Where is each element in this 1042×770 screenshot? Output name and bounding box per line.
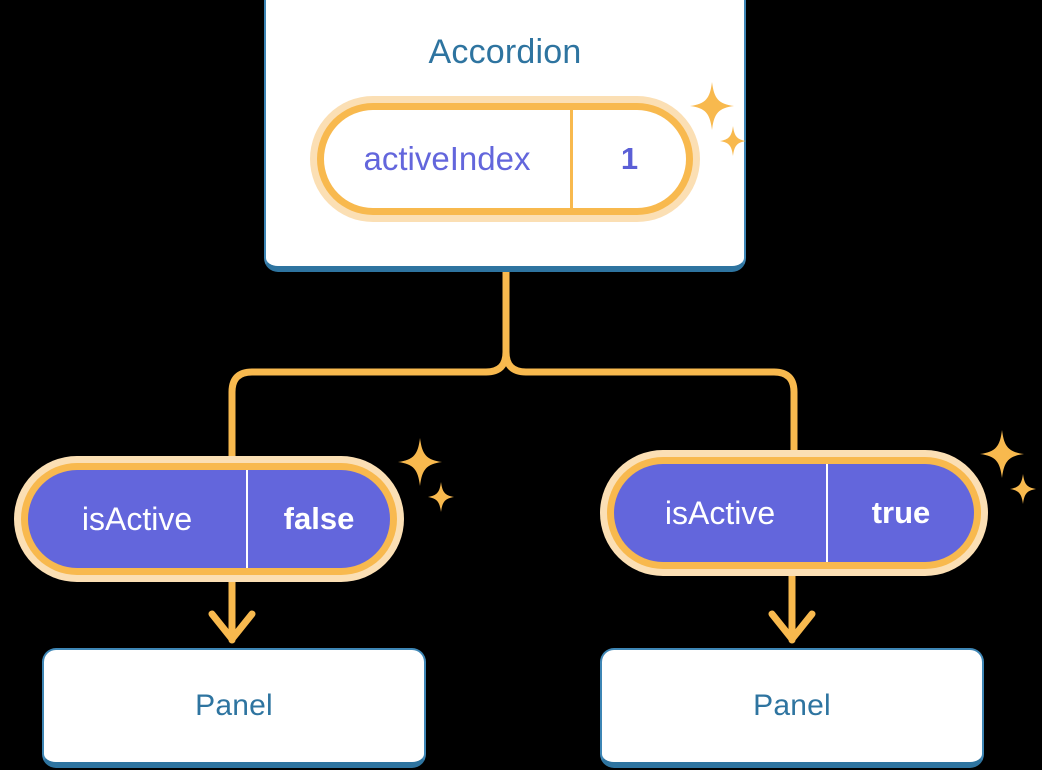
component-title-accordion: Accordion (428, 33, 582, 71)
state-pill-body: isActive true (614, 464, 974, 562)
state-pill-is-active-right[interactable]: isActive true (600, 450, 988, 576)
state-key-label: activeIndex (324, 110, 573, 208)
state-value-label: true (871, 495, 931, 530)
state-key-label: isActive (614, 464, 828, 562)
state-pill-ring: isActive false (21, 463, 397, 575)
state-pill-body: isActive false (28, 470, 390, 568)
state-pill-ring: isActive true (607, 457, 981, 569)
state-pill-active-index[interactable]: activeIndex 1 (310, 96, 700, 222)
sparkle-icon (398, 438, 442, 486)
state-pill-body: activeIndex 1 (324, 110, 686, 208)
state-pill-ring: activeIndex 1 (317, 103, 693, 215)
component-title-panel-left: Panel (195, 689, 273, 722)
component-card-panel-right[interactable]: Panel (600, 648, 984, 768)
state-key-label: isActive (28, 470, 248, 568)
component-card-panel-left[interactable]: Panel (42, 648, 426, 768)
tree-branch-connector (228, 268, 798, 474)
arrow-down-icon-right (768, 610, 816, 643)
state-pill-is-active-left[interactable]: isActive false (14, 456, 404, 582)
state-value-label: 1 (620, 141, 639, 176)
arrow-down-icon-left (208, 610, 256, 643)
sparkle-small-icon (428, 482, 454, 512)
sparkle-small-icon (1010, 474, 1036, 504)
component-title-panel-right: Panel (753, 689, 831, 722)
state-value-label: false (283, 501, 355, 536)
sparkle-icon (980, 430, 1024, 478)
